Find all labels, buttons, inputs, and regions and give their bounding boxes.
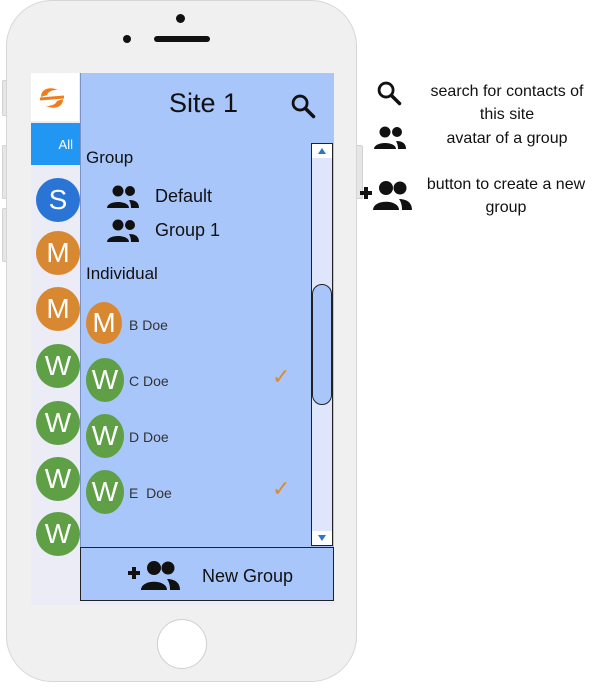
tab-all[interactable]: All xyxy=(31,123,83,165)
rail-avatar-letter: M xyxy=(46,237,70,268)
group-item-group-1[interactable]: Group 1 xyxy=(155,220,221,240)
home-button[interactable] xyxy=(157,619,207,669)
rail-avatar[interactable]: M xyxy=(36,231,80,275)
scrollbar-thumb[interactable] xyxy=(312,284,332,405)
scroll-up-button[interactable] xyxy=(312,144,332,158)
contact-avatar-letter: W xyxy=(91,420,119,451)
contact-name[interactable]: E Doe xyxy=(129,485,172,501)
scroll-down-button[interactable] xyxy=(312,531,332,545)
group-icon xyxy=(374,126,406,149)
arrow-down-icon xyxy=(318,535,326,541)
legend-search-line-1: search for contacts of xyxy=(430,83,584,100)
rail-avatar[interactable]: W xyxy=(36,401,80,445)
checkmark-icon: ✓ xyxy=(272,476,291,501)
search-icon xyxy=(377,81,402,106)
contact-avatar: W xyxy=(86,358,124,402)
rail-avatar[interactable]: S xyxy=(36,178,80,222)
arrow-up-icon xyxy=(318,148,326,154)
contact-avatar: W xyxy=(86,470,124,514)
group-item-default[interactable]: Default xyxy=(155,186,213,206)
contact-picker-panel xyxy=(80,73,334,601)
new-group-button[interactable] xyxy=(80,547,334,601)
contact-name[interactable]: B Doe xyxy=(129,317,168,333)
earpiece-speaker xyxy=(154,36,210,42)
legend-search-line-2: this site xyxy=(479,106,535,123)
contact-avatar-letter: W xyxy=(91,364,119,395)
legend-search-description: search for contacts of this site xyxy=(416,80,598,126)
rail-avatar[interactable]: W xyxy=(36,457,80,501)
add-group-icon xyxy=(128,561,180,590)
legend-create-group-line-2: group xyxy=(485,199,527,216)
rail-avatar-letter: W xyxy=(44,407,72,438)
rail-avatar[interactable]: W xyxy=(36,512,80,556)
group-icon xyxy=(107,185,139,208)
checkmark-icon: ✓ xyxy=(272,364,291,389)
new-group-label: New Group xyxy=(202,566,294,586)
contact-avatar-letter: W xyxy=(91,476,119,507)
contact-name[interactable]: D Doe xyxy=(129,429,169,445)
contact-avatar: W xyxy=(86,414,124,458)
app-logo-icon xyxy=(39,88,65,108)
rail-avatar[interactable]: M xyxy=(36,287,80,331)
contact-avatar: M xyxy=(86,302,122,344)
rail-avatar-letter: W xyxy=(44,518,72,549)
rail-avatar-letter: W xyxy=(44,463,72,494)
group-section-label: Group xyxy=(86,148,134,167)
rail-avatar[interactable]: W xyxy=(36,344,80,388)
group-icon xyxy=(107,219,139,242)
contact-avatar-letter: M xyxy=(92,307,116,338)
rail-avatar-letter: W xyxy=(44,350,72,381)
search-icon[interactable] xyxy=(289,92,317,120)
page-title: Site 1 xyxy=(169,88,239,118)
rail-avatar-letter: M xyxy=(46,293,70,324)
individual-section-label: Individual xyxy=(86,264,158,283)
rail-avatar-letter: S xyxy=(48,184,68,215)
add-group-icon xyxy=(360,181,412,210)
legend-group-description: avatar of a group xyxy=(446,130,568,147)
legend-create-group-line-1: button to create a new xyxy=(426,176,586,193)
contact-name[interactable]: C Doe xyxy=(129,373,169,389)
front-camera xyxy=(176,14,185,23)
legend-create-group-description: button to create a new group xyxy=(414,173,598,219)
front-sensor xyxy=(123,35,131,43)
